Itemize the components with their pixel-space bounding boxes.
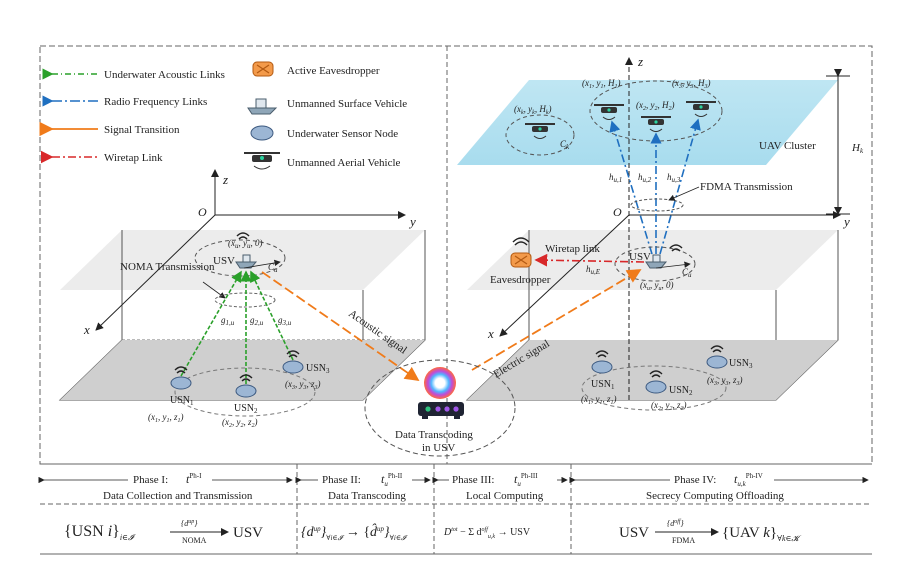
legend-usv: Unmanned Surface Vehicle	[287, 98, 407, 110]
left-wifi-icon	[236, 232, 250, 240]
right-sea-floor	[467, 340, 838, 400]
left-axis-x: x	[83, 322, 90, 337]
phase1-usv: USV	[233, 525, 263, 541]
svg-text:(x2, y2, H2): (x2, y2, H2)	[636, 100, 675, 112]
fdma-label: FDMA Transmission	[700, 181, 793, 193]
svg-text:{dup}: {dup}	[181, 519, 198, 528]
left-usv-label: USV	[213, 255, 235, 267]
right-usv-coord: (xu, yu, 0)	[640, 280, 674, 292]
legend-rf: Radio Frequency Links	[104, 96, 207, 108]
legend-acoustic: Underwater Acoustic Links	[104, 69, 225, 81]
legend: Underwater Acoustic Links Radio Frequenc…	[39, 61, 407, 170]
left-axis-y: y	[408, 214, 416, 229]
right-usv-label: USV	[629, 251, 651, 263]
right-usn2: USN2 (x2, y2, z2)	[645, 370, 693, 412]
uav-icon	[244, 152, 280, 170]
phase1-formula: {USN i}i∈𝓘	[64, 523, 136, 542]
eavesdropper-node-icon	[510, 237, 532, 268]
legend-usn: Underwater Sensor Node	[287, 128, 398, 140]
right-panel: z y x O Hk UAV Cluster Ck (x1, y1, H1) (…	[457, 54, 864, 412]
wiretap-label: Wiretap link	[545, 243, 600, 255]
phase4-title: Phase IV:	[674, 474, 716, 486]
left-gain-3: g3,u	[278, 315, 292, 327]
cluster-coverage: Ck	[560, 139, 570, 151]
phase2-title: Phase II:	[322, 474, 361, 486]
noma-label: NOMA Transmission	[120, 261, 215, 273]
right-axis-z: z	[637, 54, 643, 69]
legend-eve: Active Eavesdropper	[287, 65, 380, 77]
transcoding-label-2: in USV	[422, 442, 455, 454]
phase2-formula: {dup}∀i∈𝓘 → {d̂up}∀i∈𝓘	[301, 523, 408, 542]
eavesdropper-label: Eavesdropper	[490, 274, 551, 286]
svg-text:(x2, y2, z2): (x2, y2, z2)	[222, 417, 258, 429]
right-axis-y: y	[842, 214, 850, 229]
right-axis-x: x	[487, 326, 494, 341]
height-label: Hk	[851, 142, 864, 155]
left-axis-z: z	[222, 172, 228, 187]
sensor-node-icon	[250, 125, 274, 141]
transcoding-label-1: Data Transcoding	[395, 429, 473, 441]
left-panel: z y x O (xu, yu, 0) USV Cu NOMA Transmis…	[58, 169, 426, 429]
left-gain-1: g1,u	[221, 315, 235, 327]
legend-wiretap: Wiretap Link	[104, 152, 163, 164]
svg-text:(x1, y1, H1): (x1, y1, H1)	[582, 78, 621, 90]
right-usv-icon	[645, 244, 683, 269]
channel-3: hu,3	[667, 172, 681, 184]
svg-text:USN3: USN3	[306, 363, 330, 375]
phase1-noma: NOMA	[182, 536, 207, 545]
right-usn1: USN1 (x1, y1, z1)	[581, 350, 617, 406]
phase3-sub: Local Computing	[466, 490, 544, 502]
phase3-formula: Dtot − Σ doffu,k → USV	[443, 526, 531, 540]
svg-text:(xk, yk, Hk): (xk, yk, Hk)	[514, 104, 552, 116]
uav-cluster-label: UAV Cluster	[759, 140, 816, 152]
channel-2: hu,2	[638, 172, 652, 184]
right-origin: O	[613, 205, 622, 219]
left-coverage: Cu	[268, 262, 278, 274]
svg-text:(x2, y2, z2): (x2, y2, z2)	[651, 400, 687, 412]
svg-text:(x1, y1, z1): (x1, y1, z1)	[148, 412, 184, 424]
phase3-title: Phase III:	[452, 474, 494, 486]
phase2-sub: Data Transcoding	[328, 490, 406, 502]
left-usn1: USN1 (x1, y1, z1)	[148, 366, 194, 424]
uav-2: (x2, y2, H2)	[636, 100, 675, 132]
uav-3: (x3, y3, H3)	[672, 78, 716, 117]
left-gain-2: g2,u	[250, 315, 264, 327]
uav-k: (xk, yk, Hk)	[514, 104, 555, 139]
channel-1: hu,1	[609, 172, 622, 184]
eavesdropper-icon	[252, 61, 274, 77]
uav-1: (x1, y1, H1)	[582, 78, 624, 120]
phase1-sub: Data Collection and Transmission	[103, 490, 253, 502]
legend-uav: Unmanned Aerial Vehicle	[287, 157, 401, 169]
phase4-sub: Secrecy Computing Offloading	[646, 490, 784, 502]
transcoding-ring-icon	[424, 367, 456, 399]
svg-text:USN2: USN2	[234, 403, 258, 415]
legend-signal: Signal Transition	[104, 124, 180, 136]
svg-text:(x3, y3, H3): (x3, y3, H3)	[672, 78, 711, 90]
svg-text:USN1: USN1	[591, 379, 615, 391]
phase4-fdma: FDMA	[672, 536, 695, 545]
sea-floor	[60, 340, 425, 400]
phase1-title: Phase I:	[133, 474, 168, 486]
phase4-uav: {UAV k}∀k∈𝓚	[722, 525, 801, 543]
right-usv-coverage: Cu	[682, 267, 692, 279]
svg-text:USN3: USN3	[729, 358, 753, 370]
usv-icon	[247, 98, 278, 115]
transcoder-device-icon	[418, 402, 464, 419]
sky-plane	[457, 80, 838, 165]
left-origin: O	[198, 205, 207, 219]
svg-text:{doff}: {doff}	[667, 518, 685, 528]
phase-table: Phase I: tPh-I Data Collection and Trans…	[38, 463, 872, 555]
svg-text:USN2: USN2	[669, 385, 693, 397]
phase4-usv: USV	[619, 525, 649, 541]
svg-text:USN1: USN1	[170, 395, 194, 407]
